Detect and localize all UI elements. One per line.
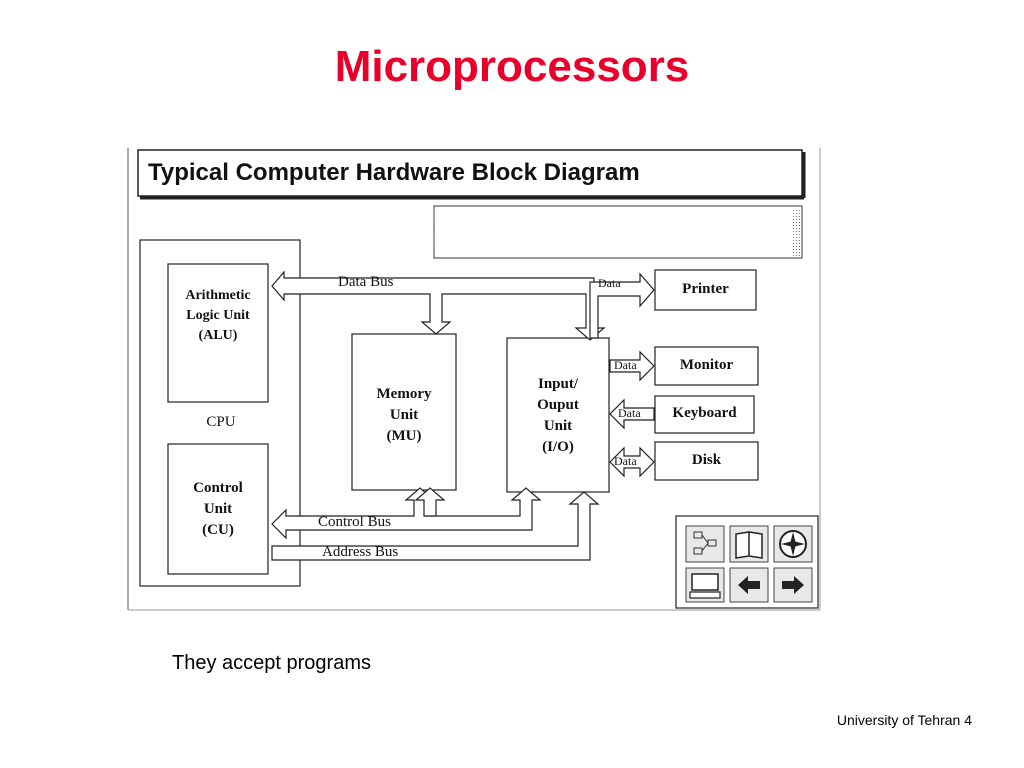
empty-banner: [433, 205, 803, 259]
disk-label: Disk: [691, 452, 722, 468]
disk-data-label: Data: [614, 454, 637, 468]
keyboard-box: [654, 395, 755, 434]
printer-label: Printer: [682, 281, 729, 297]
alu-label: Arithmetic Logic Unit (ALU): [185, 288, 251, 343]
diagram-drawing: [127, 148, 821, 611]
flowchart-icon[interactable]: [685, 525, 725, 563]
memory-unit-box: [351, 333, 457, 491]
disk-box: [654, 441, 759, 481]
slide-caption: They accept programs: [172, 652, 371, 674]
monitor-data-bus: [609, 350, 655, 382]
monitor-label: Monitor: [679, 357, 734, 373]
printer-data-bus: [589, 272, 655, 339]
control-bus-label: Control Bus: [318, 514, 391, 530]
keyboard-data-bus: [609, 398, 655, 430]
block-diagram: Typical Computer Hardware Block Diagram …: [124, 144, 824, 614]
address-bus: [271, 487, 600, 561]
control-bus: [271, 487, 542, 540]
monitor-data-label: Data: [614, 358, 637, 372]
slide-title: Microprocessors: [334, 42, 690, 91]
diagram-heading: Typical Computer Hardware Block Diagram: [148, 159, 640, 186]
keyboard-data-label: Data: [618, 406, 641, 420]
printer-data-label: Data: [598, 276, 621, 290]
address-bus-label: Address Bus: [322, 544, 399, 560]
slide-footer: University of Tehran 4: [836, 712, 972, 728]
data-bus-label: Data Bus: [338, 274, 394, 290]
monitor-box: [654, 346, 759, 386]
nav-buttons: [685, 525, 813, 603]
data-bus: [271, 270, 606, 341]
alu-box: [167, 263, 269, 403]
memory-unit-label: Memory Unit (MU): [376, 386, 432, 444]
printer-box: [654, 269, 757, 311]
banner-dots-right: [792, 208, 800, 256]
heading-box: [137, 149, 803, 197]
io-unit-label: Input/ Ouput Unit (I/O): [537, 376, 579, 455]
cu-label: Control Unit (CU): [193, 480, 243, 538]
disk-data-bus: [609, 446, 655, 478]
cpu-label: CPU: [206, 414, 236, 430]
io-unit-box: [506, 337, 610, 493]
cu-box: [167, 443, 269, 575]
keyboard-label: Keyboard: [672, 405, 737, 421]
